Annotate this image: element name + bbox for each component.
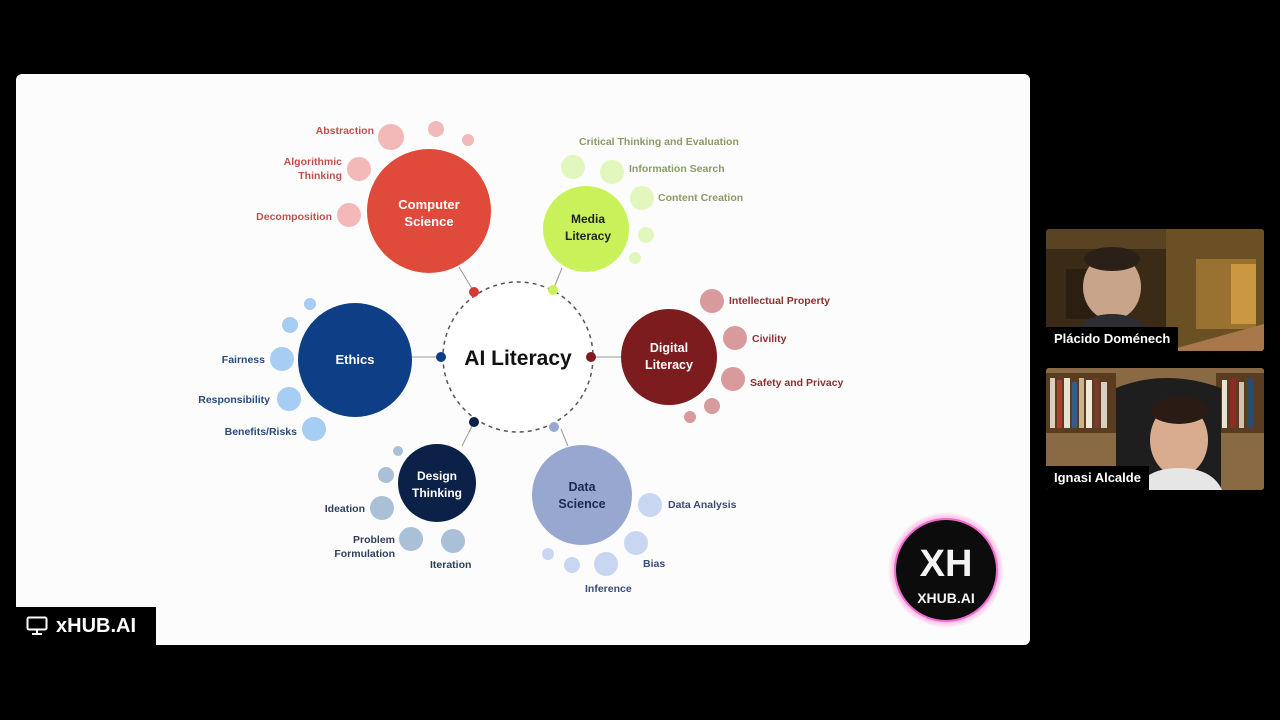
svg-text:Content Creation: Content Creation <box>658 192 743 204</box>
hub-ethics <box>298 303 412 417</box>
hub-digital-literacy <box>621 309 717 405</box>
svg-text:Science: Science <box>558 497 605 511</box>
svg-text:Information Search: Information Search <box>629 163 725 175</box>
ai-literacy-diagram: AI Literacy Computer Science Abstraction… <box>198 121 1004 628</box>
svg-text:Ideation: Ideation <box>325 503 365 515</box>
participant-tile[interactable]: Plácido Doménech <box>1046 229 1264 351</box>
participant-name: Ignasi Alcalde <box>1046 466 1149 490</box>
svg-text:Inference: Inference <box>585 583 632 595</box>
svg-text:Digital: Digital <box>650 341 688 355</box>
hub-computer-science <box>367 149 491 273</box>
svg-text:XHUB.AI: XHUB.AI <box>917 590 975 606</box>
participant-name: Plácido Doménech <box>1046 327 1179 351</box>
svg-text:XH: XH <box>920 543 973 585</box>
svg-text:Computer: Computer <box>398 197 459 212</box>
svg-text:Iteration: Iteration <box>430 559 471 571</box>
share-label-text: xHUB.AI <box>56 614 137 637</box>
svg-text:Fairness: Fairness <box>222 354 265 366</box>
hub-design-thinking <box>398 444 476 522</box>
hub-media-literacy <box>543 186 629 272</box>
svg-text:Problem: Problem <box>353 534 395 546</box>
svg-text:Ethics: Ethics <box>335 352 374 367</box>
hub-data-science <box>532 445 632 545</box>
participant-video <box>1046 368 1264 490</box>
svg-text:Civility: Civility <box>752 333 787 345</box>
svg-text:Bias: Bias <box>643 558 665 570</box>
svg-text:Literacy: Literacy <box>645 358 693 372</box>
svg-text:Thinking: Thinking <box>412 486 462 500</box>
monitor-icon <box>26 616 48 635</box>
shared-screen: AI Literacy Computer Science Abstraction… <box>16 74 1030 645</box>
svg-text:Data: Data <box>568 480 596 494</box>
svg-text:Literacy: Literacy <box>565 229 611 243</box>
svg-text:Data Analysis: Data Analysis <box>668 499 737 511</box>
svg-text:Media: Media <box>571 212 605 226</box>
svg-text:Decomposition: Decomposition <box>256 211 332 223</box>
screen-share-indicator[interactable]: xHUB.AI <box>16 607 156 645</box>
svg-text:Algorithmic: Algorithmic <box>284 156 342 168</box>
svg-text:Science: Science <box>404 214 453 229</box>
svg-text:Critical Thinking and Evaluati: Critical Thinking and Evaluation <box>579 136 739 148</box>
svg-text:Responsibility: Responsibility <box>198 394 270 406</box>
svg-text:Intellectual Property: Intellectual Property <box>729 295 830 307</box>
svg-text:Design: Design <box>417 469 457 483</box>
xhub-logo <box>894 518 998 622</box>
svg-text:Formulation: Formulation <box>334 548 395 560</box>
svg-text:Benefits/Risks: Benefits/Risks <box>225 426 298 438</box>
svg-text:Thinking: Thinking <box>298 170 342 182</box>
center-label: AI Literacy <box>464 347 572 370</box>
svg-text:Safety and Privacy: Safety and Privacy <box>750 377 844 389</box>
participant-tile[interactable]: Ignasi Alcalde <box>1046 368 1264 490</box>
svg-text:Abstraction: Abstraction <box>316 125 374 137</box>
